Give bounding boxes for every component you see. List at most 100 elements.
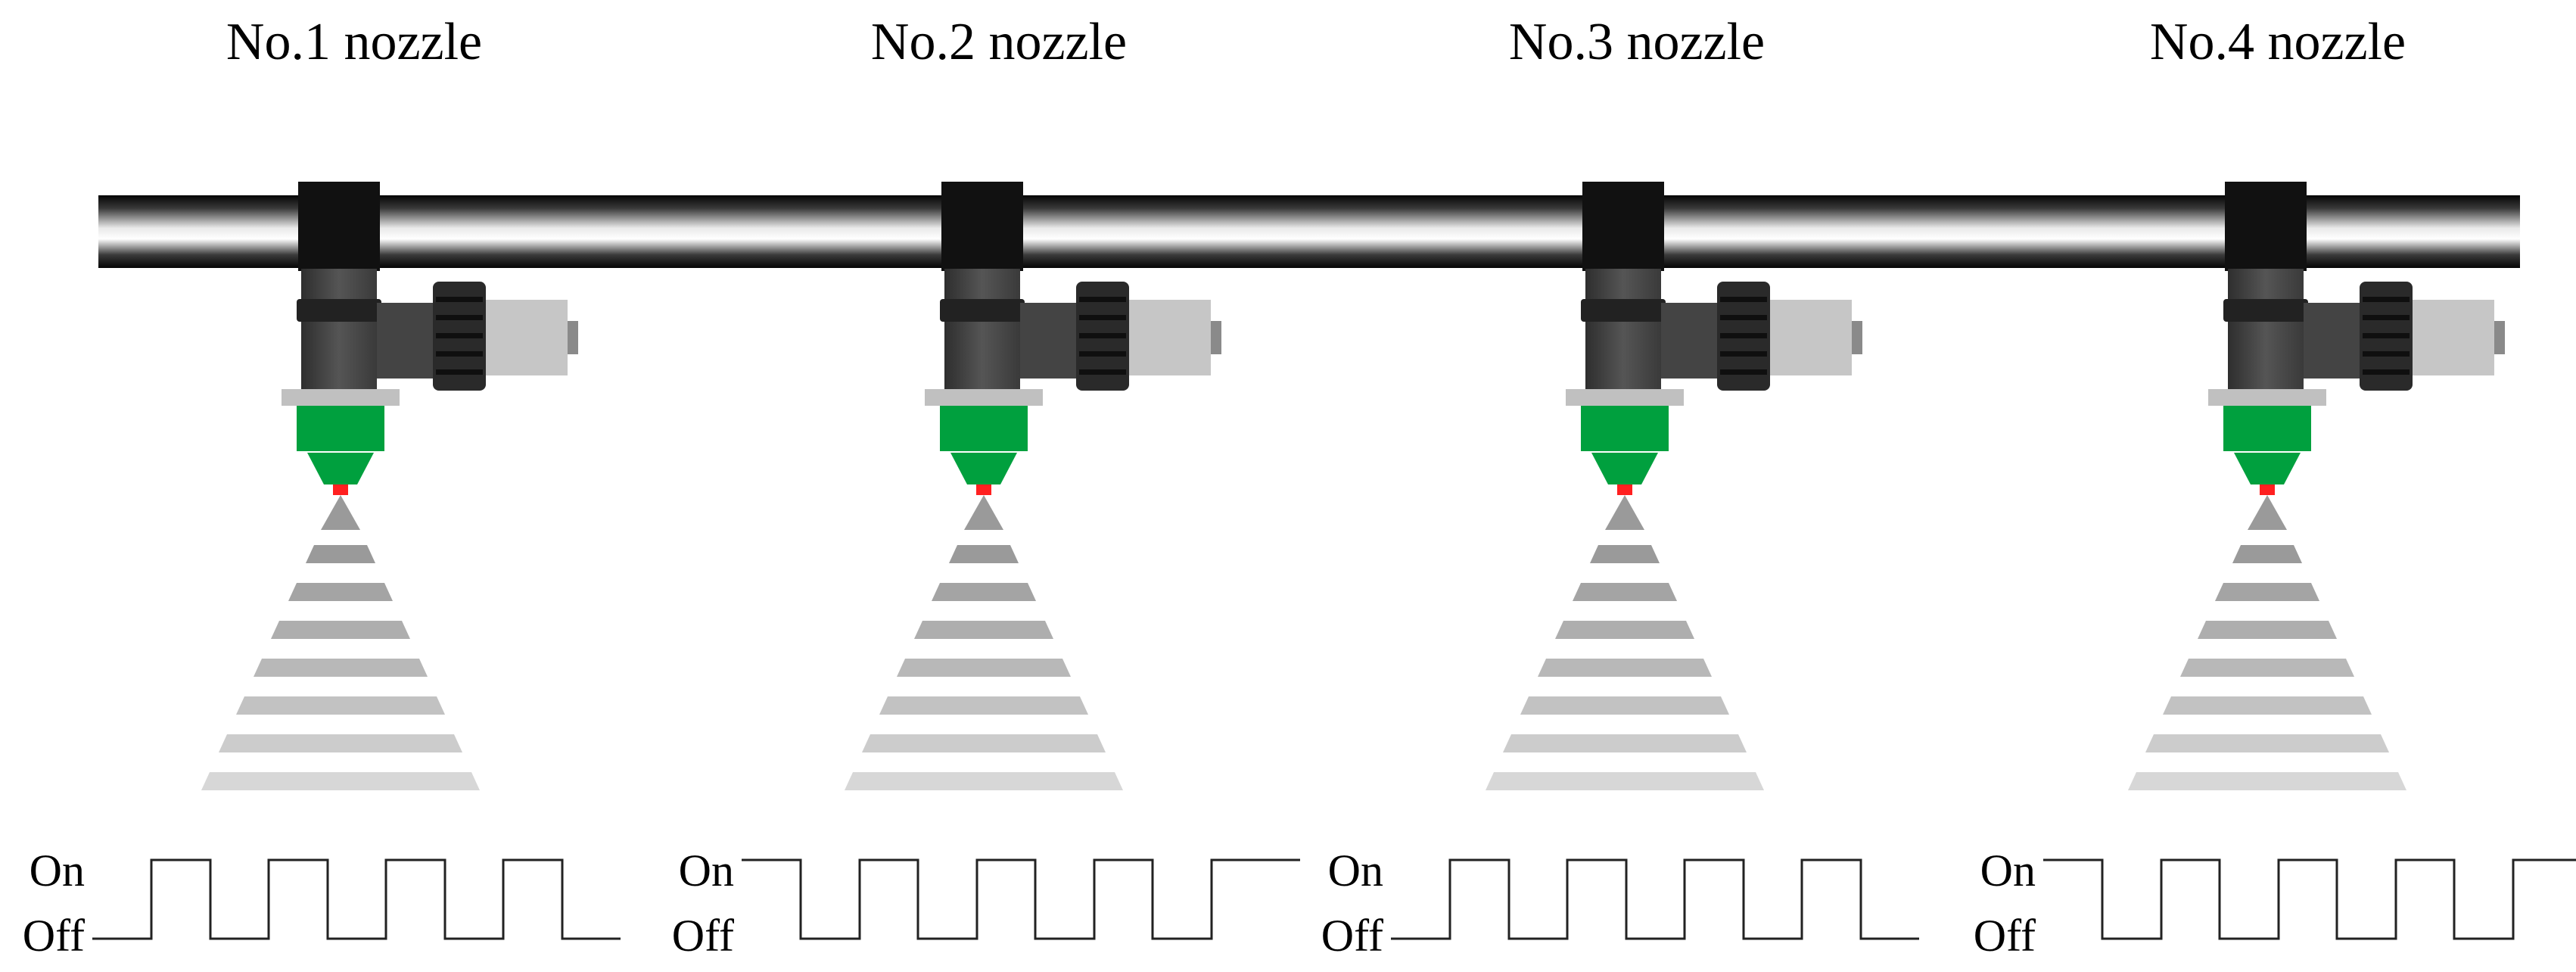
coil-rib bbox=[2363, 369, 2410, 375]
nozzle-title: No.1 nozzle bbox=[226, 13, 482, 71]
on-off-waveform bbox=[92, 858, 621, 940]
body-collar bbox=[940, 299, 1025, 322]
coil-rib bbox=[1720, 315, 1767, 320]
spray-band bbox=[897, 659, 1071, 677]
coil-rib bbox=[436, 351, 483, 357]
spray-band bbox=[236, 696, 445, 715]
spray-band bbox=[1605, 495, 1644, 530]
spray-band bbox=[862, 734, 1106, 752]
coil-rib bbox=[1079, 369, 1126, 375]
coil-rib bbox=[1079, 351, 1126, 357]
nozzle-cap bbox=[940, 406, 1028, 451]
body-collar bbox=[2223, 299, 2308, 322]
valve-arm bbox=[377, 303, 437, 379]
spray-band bbox=[2248, 495, 2287, 530]
spray-band bbox=[949, 545, 1019, 563]
boom-pipe bbox=[98, 195, 2520, 268]
nozzle-orifice bbox=[333, 484, 348, 495]
nozzle-tip bbox=[307, 453, 374, 484]
spray-band bbox=[2145, 734, 2389, 752]
solenoid-cap bbox=[1129, 300, 1211, 375]
nozzle-cap bbox=[1581, 406, 1669, 451]
solenoid-terminal bbox=[2494, 321, 2505, 354]
coil-rib bbox=[436, 333, 483, 338]
spray-band bbox=[2198, 621, 2337, 639]
pipe-clamp bbox=[1582, 182, 1664, 271]
spray-band bbox=[306, 545, 375, 563]
pipe-clamp bbox=[298, 182, 380, 271]
spray-band bbox=[1503, 734, 1747, 752]
on-label: On bbox=[1980, 846, 2036, 896]
nozzle-orifice bbox=[1617, 484, 1632, 495]
spray-band bbox=[2163, 696, 2372, 715]
spray-band bbox=[271, 621, 410, 639]
nozzle-orifice bbox=[976, 484, 991, 495]
on-label: On bbox=[679, 846, 734, 896]
spray-cone bbox=[201, 495, 480, 790]
coil-rib bbox=[436, 297, 483, 302]
spray-band bbox=[254, 659, 428, 677]
spray-band bbox=[1486, 772, 1764, 790]
on-label: On bbox=[30, 846, 85, 896]
on-off-waveform bbox=[2043, 858, 2576, 940]
solenoid-cap bbox=[1770, 300, 1852, 375]
spray-band bbox=[2128, 772, 2406, 790]
coil-rib bbox=[2363, 297, 2410, 302]
spray-band bbox=[288, 583, 393, 601]
spray-band bbox=[2180, 659, 2354, 677]
spray-cone bbox=[845, 495, 1123, 790]
coil-rib bbox=[1079, 333, 1126, 338]
on-off-waveform bbox=[1391, 858, 1919, 940]
coil-rib bbox=[1720, 297, 1767, 302]
body-collar bbox=[1581, 299, 1666, 322]
coil-rib bbox=[1079, 315, 1126, 320]
nozzle-cap bbox=[297, 406, 384, 451]
spray-cone bbox=[2128, 495, 2406, 790]
nozzle-flange bbox=[1566, 389, 1684, 406]
nozzle-tip bbox=[2234, 453, 2301, 484]
spray-band bbox=[219, 734, 462, 752]
nozzle-tip bbox=[950, 453, 1017, 484]
solenoid-terminal bbox=[1211, 321, 1221, 354]
spray-band bbox=[845, 772, 1123, 790]
spray-band bbox=[964, 495, 1003, 530]
valve-body bbox=[1585, 269, 1661, 390]
valve-body bbox=[2228, 269, 2304, 390]
coil-rib bbox=[2363, 351, 2410, 357]
body-collar bbox=[297, 299, 381, 322]
spray-band bbox=[1590, 545, 1660, 563]
coil-rib bbox=[2363, 333, 2410, 338]
coil-rib bbox=[1720, 351, 1767, 357]
coil-rib bbox=[1079, 297, 1126, 302]
on-label: On bbox=[1328, 846, 1383, 896]
spray-band bbox=[1573, 583, 1677, 601]
nozzle-flange bbox=[282, 389, 400, 406]
spray-cone bbox=[1486, 495, 1764, 790]
nozzle-title: No.4 nozzle bbox=[2150, 13, 2406, 71]
on-off-waveform bbox=[742, 858, 1300, 940]
coil-rib bbox=[2363, 315, 2410, 320]
off-label: Off bbox=[1321, 911, 1383, 961]
spray-band bbox=[2232, 545, 2302, 563]
nozzle-title: No.3 nozzle bbox=[1509, 13, 1765, 71]
spray-band bbox=[879, 696, 1088, 715]
spray-band bbox=[2215, 583, 2319, 601]
solenoid-terminal bbox=[1852, 321, 1862, 354]
spray-band bbox=[321, 495, 360, 530]
pipe-clamp bbox=[941, 182, 1023, 271]
valve-body bbox=[301, 269, 377, 390]
nozzle-flange bbox=[2208, 389, 2326, 406]
valve-body bbox=[944, 269, 1020, 390]
off-label: Off bbox=[1974, 911, 2036, 961]
valve-arm bbox=[1661, 303, 1722, 379]
spray-band bbox=[914, 621, 1053, 639]
solenoid-terminal bbox=[568, 321, 578, 354]
pipe-clamp bbox=[2225, 182, 2307, 271]
coil-rib bbox=[1720, 369, 1767, 375]
nozzle-orifice bbox=[2260, 484, 2275, 495]
